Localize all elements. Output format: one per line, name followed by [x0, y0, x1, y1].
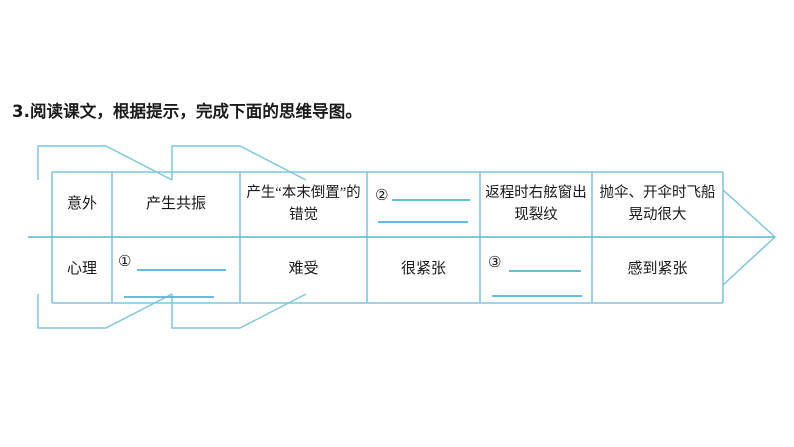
cell-col4-top: 返程时右舷窗出现裂纹 [485, 184, 587, 223]
page-title: 3.阅读课文，根据提示，完成下面的思维导图。 [12, 102, 362, 121]
bottom-flap-1 [37, 293, 173, 329]
cell-col5-bottom: 感到紧张 [627, 261, 688, 278]
blank-marker-3: ③ [488, 253, 502, 271]
cell-col2-bottom: 难受 [288, 261, 319, 278]
blank-marker-1: ① [118, 252, 132, 270]
cell-col1-top: 产生共振 [145, 195, 206, 212]
row-label-top: 意外 [66, 195, 97, 212]
blank-marker-2: ② [375, 186, 389, 204]
top-flap-2 [171, 145, 307, 181]
row-label-bottom: 心理 [66, 261, 97, 278]
arrow-head-icon [722, 189, 777, 286]
cell-col5-top: 抛伞、开伞时飞船晃动很大 [599, 184, 716, 223]
cell-col2-top: 产生“本末倒置”的错觉 [246, 184, 361, 223]
bottom-flap-2 [171, 293, 307, 329]
cell-col4-bottom-blank[interactable]: ③ [480, 237, 592, 303]
cell-col3-bottom: 很紧张 [400, 261, 446, 278]
cell-col3-top-blank[interactable]: ② [367, 172, 480, 237]
top-flap-1 [37, 145, 173, 181]
cell-col1-bottom-blank[interactable]: ① [112, 237, 240, 303]
